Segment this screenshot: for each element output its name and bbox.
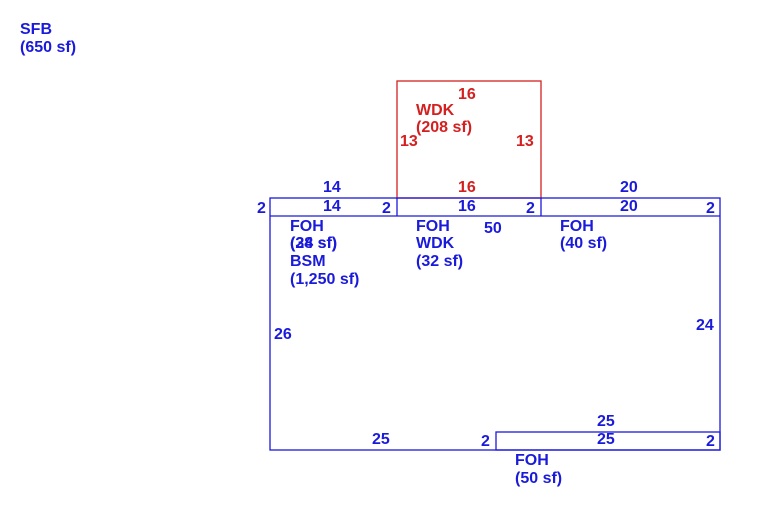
bsm-room-area: (1,250 sf) (290, 271, 359, 288)
foh-wdk-name2: WDK (416, 235, 455, 252)
foh-right-name: FOH (560, 218, 594, 235)
wdk-dim-right: 13 (516, 133, 534, 150)
summary-area: (650 sf) (20, 39, 76, 56)
foh-left-dim-top-outer: 14 (323, 179, 341, 196)
foh-left-dim-right: 2 (382, 200, 391, 217)
foh-left-name: FOH (290, 218, 324, 235)
bsm-room-name: BSM (290, 253, 326, 270)
foh-bottom-dim-top-inner: 25 (597, 431, 615, 448)
foh-left-area: (28 sf) (290, 235, 337, 252)
foh-bottom-dim-right: 2 (706, 433, 715, 450)
summary-name: SFB (20, 21, 52, 38)
foh-right-dim-top-inner: 20 (620, 198, 638, 215)
foh-bottom-name: FOH (515, 452, 549, 469)
foh-left-dim-left: 2 (257, 200, 266, 217)
foh-bottom-outline[interactable] (495, 431, 721, 451)
wdk-dim-top: 16 (458, 86, 476, 103)
bsm-dim-left: 26 (274, 326, 292, 343)
bsm-dim-right: 24 (696, 317, 714, 334)
wdk-room-name: WDK (416, 102, 455, 119)
foh-bottom-dim-top-outer: 25 (597, 413, 615, 430)
wdk-room-area: (208 sf) (416, 119, 472, 136)
foh-wdk-dim-right: 2 (526, 200, 535, 217)
wdk-dim-bottom: 16 (458, 179, 476, 196)
foh-wdk-area: (32 sf) (416, 253, 463, 270)
foh-right-area: (40 sf) (560, 235, 607, 252)
wdk-dim-left: 13 (400, 133, 418, 150)
foh-bottom-dim-left: 2 (481, 433, 490, 450)
foh-right-dim-right: 2 (706, 200, 715, 217)
bsm-dim-bottom: 25 (372, 431, 390, 448)
foh-wdk-dim-inner: 16 (458, 198, 476, 215)
foh-wdk-name1: FOH (416, 218, 450, 235)
bsm-room-outline[interactable] (269, 197, 721, 451)
bsm-dim-top: 50 (484, 220, 502, 237)
foh-right-dim-top-outer: 20 (620, 179, 638, 196)
bsm-overlap-area: (34 sf) (290, 235, 337, 252)
foh-left-dim-top-inner: 14 (323, 198, 341, 215)
foh-bottom-area: (50 sf) (515, 470, 562, 487)
